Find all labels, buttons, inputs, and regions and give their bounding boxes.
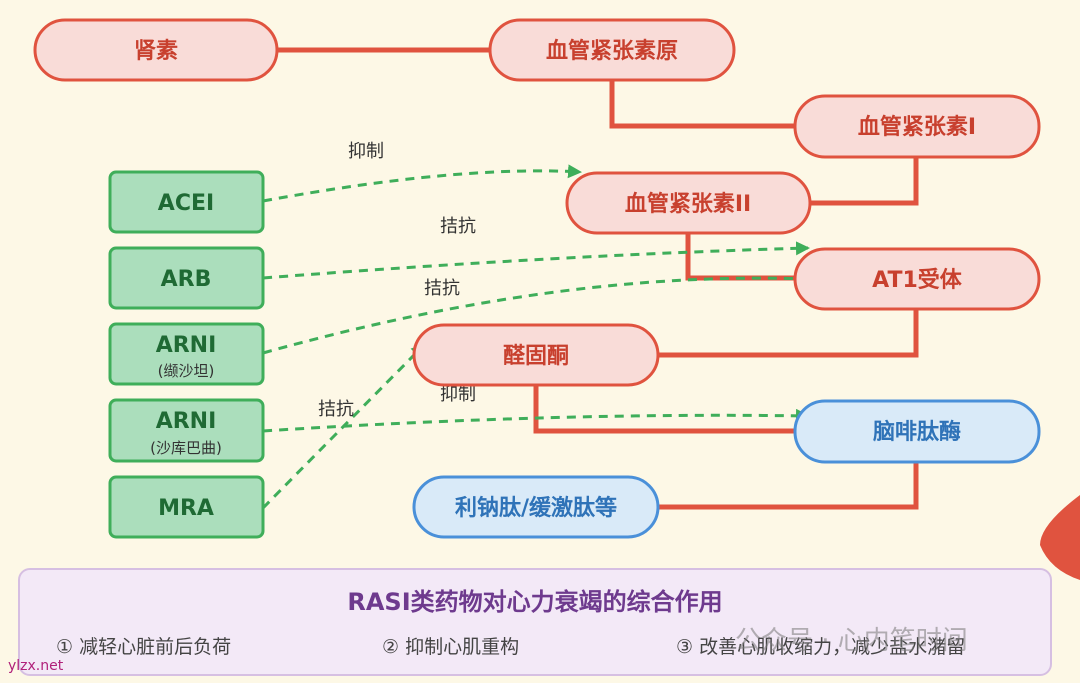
node-at1-receptor: AT1受体 bbox=[793, 247, 1041, 311]
drug-mra-label: MRA bbox=[158, 496, 214, 521]
drug-arni-sacubitril-sub: (沙库巴曲) bbox=[150, 439, 222, 457]
summary-panel: RASI类药物对心力衰竭的综合作用 ① 减轻心脏前后负荷 ② 抑制心肌重构 ③ … bbox=[18, 568, 1052, 676]
angiotensin1-to-angiotensin2-line bbox=[810, 157, 919, 206]
watermark-account: 公众号 · 心内笔时间 bbox=[735, 626, 968, 656]
node-aldosterone-label: 醛固酮 bbox=[503, 344, 569, 369]
acei-inhibit-label: 抑制 bbox=[348, 141, 384, 162]
effect-inhibit-remodeling: ② 抑制心肌重构 bbox=[382, 636, 520, 658]
node-natriuretic: 利钠肽/缓激肽等 bbox=[412, 475, 660, 539]
pathway-connectors bbox=[277, 47, 919, 510]
mra-antagonize-arrow bbox=[261, 343, 426, 510]
node-natriuretic-label: 利钠肽/缓激肽等 bbox=[455, 495, 617, 521]
arni-antagonize-label: 拮抗 bbox=[424, 278, 460, 299]
drug-action-arrows bbox=[261, 164, 810, 510]
node-aldosterone: 醛固酮 bbox=[412, 323, 660, 387]
drug-acei: ACEI bbox=[108, 170, 265, 234]
arni-valsartan-antagonize-arrow bbox=[262, 271, 810, 355]
node-kidney: 肾素 bbox=[33, 18, 279, 82]
drug-arni-sacubitril: ARNI (沙库巴曲) bbox=[108, 398, 265, 463]
summary-title: RASI类药物对心力衰竭的综合作用 bbox=[347, 588, 723, 616]
effect-improve-contractility: ③ 改善心肌收缩力，减少盐水潴留 bbox=[676, 636, 966, 658]
decorative-red-shape bbox=[1040, 495, 1080, 580]
bnp-to-natriuretic-line bbox=[658, 462, 919, 510]
acei-inhibit-arrow bbox=[262, 164, 582, 203]
node-neprilysin: 脑啡肽酶 bbox=[793, 399, 1041, 464]
angiotensinogen-to-angiotensin1-line bbox=[609, 80, 795, 129]
at1-to-aldosterone-line bbox=[658, 309, 919, 358]
drug-arni-sacubitril-label: ARNI bbox=[156, 409, 217, 434]
mra-antagonize-label: 拮抗 bbox=[318, 399, 354, 420]
node-neprilysin-label: 脑啡肽酶 bbox=[873, 419, 961, 445]
drug-arb: ARB bbox=[108, 246, 265, 310]
watermark-site: ylzx.net bbox=[8, 658, 64, 674]
drug-arni-valsartan: ARNI (缬沙坦) bbox=[108, 322, 265, 386]
effect-reduce-load: ① 减轻心脏前后负荷 bbox=[56, 636, 232, 658]
angiotensin2-to-at1-line bbox=[685, 233, 795, 281]
aldosterone-to-bnp-line bbox=[533, 385, 795, 434]
node-at1-label: AT1受体 bbox=[872, 267, 963, 293]
node-kidney-label: 肾素 bbox=[134, 38, 178, 64]
drug-mra: MRA bbox=[108, 475, 265, 539]
drug-arb-label: ARB bbox=[161, 267, 212, 292]
node-angiotensinogen-label: 血管紧张素原 bbox=[546, 38, 678, 64]
sacubitril-inhibit-label: 抑制 bbox=[440, 384, 476, 405]
arb-antagonize-label: 拮抗 bbox=[440, 216, 476, 237]
drug-acei-label: ACEI bbox=[158, 191, 214, 216]
drug-arni-valsartan-sub: (缬沙坦) bbox=[158, 362, 215, 380]
node-angiotensin1: 血管紧张素I bbox=[793, 94, 1041, 159]
node-angiotensinogen: 血管紧张素原 bbox=[488, 18, 736, 82]
drug-arni-valsartan-label: ARNI bbox=[156, 333, 217, 358]
node-angiotensin2: 血管紧张素II bbox=[565, 171, 812, 235]
arb-antagonize-arrow bbox=[262, 241, 810, 280]
node-angiotensin1-label: 血管紧张素I bbox=[858, 114, 976, 140]
node-angiotensin2-label: 血管紧张素II bbox=[625, 191, 751, 217]
